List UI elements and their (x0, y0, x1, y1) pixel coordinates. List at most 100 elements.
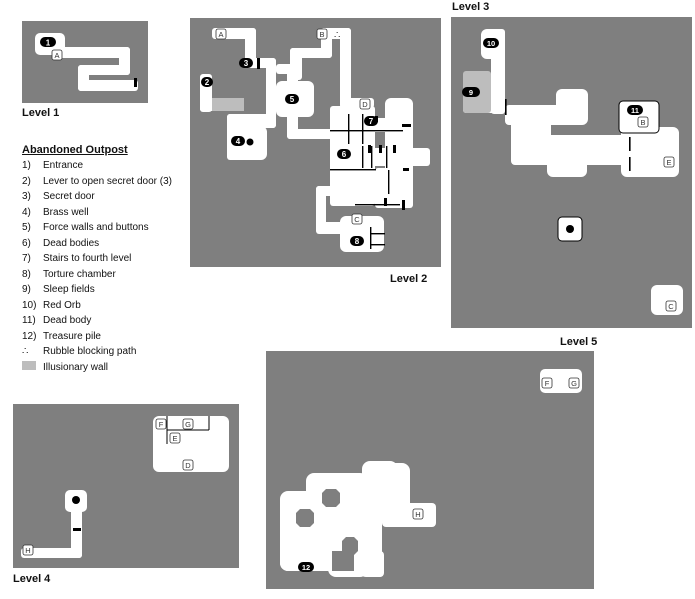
tag-g-label: G (185, 420, 191, 429)
tag-e-label: E (666, 158, 671, 167)
legend-item: 8)Torture chamber (22, 267, 202, 283)
tag-c-label: C (354, 215, 360, 224)
legend-item: 9) Sleep fields (22, 282, 202, 298)
rock-pillars (296, 489, 358, 571)
tag-c-label: C (668, 302, 674, 311)
legend-key: 4) (22, 206, 31, 218)
marker-11-badge (627, 105, 643, 115)
marker-3-badge (239, 58, 253, 68)
legend-label: Sleep fields (43, 284, 95, 296)
legend-item-rubble: ∴Rubble blocking path (22, 344, 202, 360)
tag-e-label: E (172, 434, 177, 443)
legend: Abandoned Outpost 1)Entrance 2) Lever to … (22, 144, 202, 375)
legend-item: 11) Dead body (22, 313, 202, 329)
marker-8-badge (350, 236, 364, 246)
level-4-tags: F G E D H (22, 418, 194, 556)
tag-b-label: B (319, 30, 324, 39)
legend-key: 1) (22, 160, 31, 172)
level-3-markers: 10 9 11 (462, 38, 643, 115)
marker-7-badge (364, 116, 378, 126)
tag-g-box (568, 377, 580, 389)
legend-key: 2) (22, 175, 31, 187)
illusionary-wall (212, 98, 244, 111)
level-2-map: 2 3 4 5 6 7 8 A B ∴ D C (190, 18, 441, 267)
marker-1-label: 1 (46, 39, 51, 48)
level-5-tags: F G H (412, 377, 580, 520)
legend-key: 7) (22, 253, 31, 265)
legend-label: Dead body (43, 315, 92, 327)
legend-item: 1)Entrance (22, 158, 202, 174)
legend-item: 3)Secret door (22, 189, 202, 205)
level-5-map: 12 F G H (266, 351, 594, 589)
legend-key: 10) (22, 299, 37, 311)
marker-8-label: 8 (355, 237, 360, 246)
legend-item: 5)Force walls and buttons (22, 220, 202, 236)
level-1-map: 1 A (22, 21, 148, 103)
tag-a-box (215, 28, 227, 40)
level-2-title: Level 2 (390, 273, 428, 285)
level-4-map: F G E D H (13, 404, 239, 568)
marker-4-badge (231, 136, 245, 146)
rubble-icon: ∴ (334, 30, 340, 41)
room-lines (166, 416, 210, 444)
level-3-title: Level 3 (452, 1, 490, 13)
legend-label: Dead bodies (43, 237, 100, 249)
marker-5-label: 5 (290, 95, 295, 104)
level-5-title: Level 5 (560, 336, 598, 348)
tag-d-label: D (185, 461, 191, 470)
marker-10-badge (483, 38, 499, 48)
legend-item: 10) Red Orb (22, 298, 202, 314)
tag-b-box (316, 28, 328, 40)
legend-title: Abandoned Outpost (22, 144, 128, 156)
tag-h-box (412, 508, 424, 520)
marker-9-badge (462, 87, 480, 97)
brass-well-icon (72, 496, 80, 504)
brass-well-icon (246, 138, 254, 146)
legend-item: 4) Brass well (22, 205, 202, 221)
tag-c-box (351, 213, 363, 225)
marker-12-label: 12 (302, 563, 310, 572)
legend-key: 6) (22, 237, 31, 249)
legend-label: Lever to open secret door (3) (43, 175, 172, 187)
marker-1-badge (40, 37, 56, 47)
tag-d-label: D (362, 100, 368, 109)
force-walls (257, 58, 411, 249)
tag-g-label: G (571, 379, 577, 388)
level-3-tags: B E C (637, 116, 677, 312)
legend-item-illusionary: Illusionary wall (22, 360, 202, 376)
tag-b-box (637, 116, 649, 128)
legend-key: 5) (22, 222, 31, 234)
marker-6-badge (337, 149, 351, 159)
marker-6-label: 6 (342, 150, 347, 159)
tag-d-box (182, 459, 194, 471)
marker-2-label: 2 (205, 78, 210, 87)
marker-7-label: 7 (369, 117, 374, 126)
marker-3-label: 3 (244, 59, 249, 68)
legend-key: 12) (22, 330, 37, 342)
marker-5-badge (285, 94, 299, 104)
marker-2-badge (201, 77, 213, 87)
tag-a-label: A (218, 30, 223, 39)
legend-item: 6) Dead bodies (22, 236, 202, 252)
door (134, 78, 137, 87)
tag-a-box (51, 49, 63, 61)
legend-label: Brass well (43, 206, 89, 218)
legend-item: 7)Stairs to fourth level (22, 251, 202, 267)
level-5-markers: 12 (298, 562, 314, 572)
tag-a-label: A (54, 51, 59, 60)
tag-f-label: F (159, 420, 164, 429)
tag-d-box (359, 98, 371, 110)
tag-b-label: B (640, 118, 645, 127)
legend-label: Secret door (43, 191, 95, 203)
legend-key: 9) (22, 284, 31, 296)
legend-key: 11) (22, 315, 36, 327)
tag-h-label: H (25, 546, 30, 555)
marker-4-label: 4 (236, 137, 241, 146)
legend-label: Rubble blocking path (43, 346, 137, 358)
tag-c-box (665, 300, 677, 312)
tag-f-label: F (545, 379, 550, 388)
legend-label: Red Orb (43, 299, 81, 311)
tag-h-label: H (415, 510, 420, 519)
tag-g-box (182, 418, 194, 430)
illusionary-wall-swatch (22, 361, 36, 371)
